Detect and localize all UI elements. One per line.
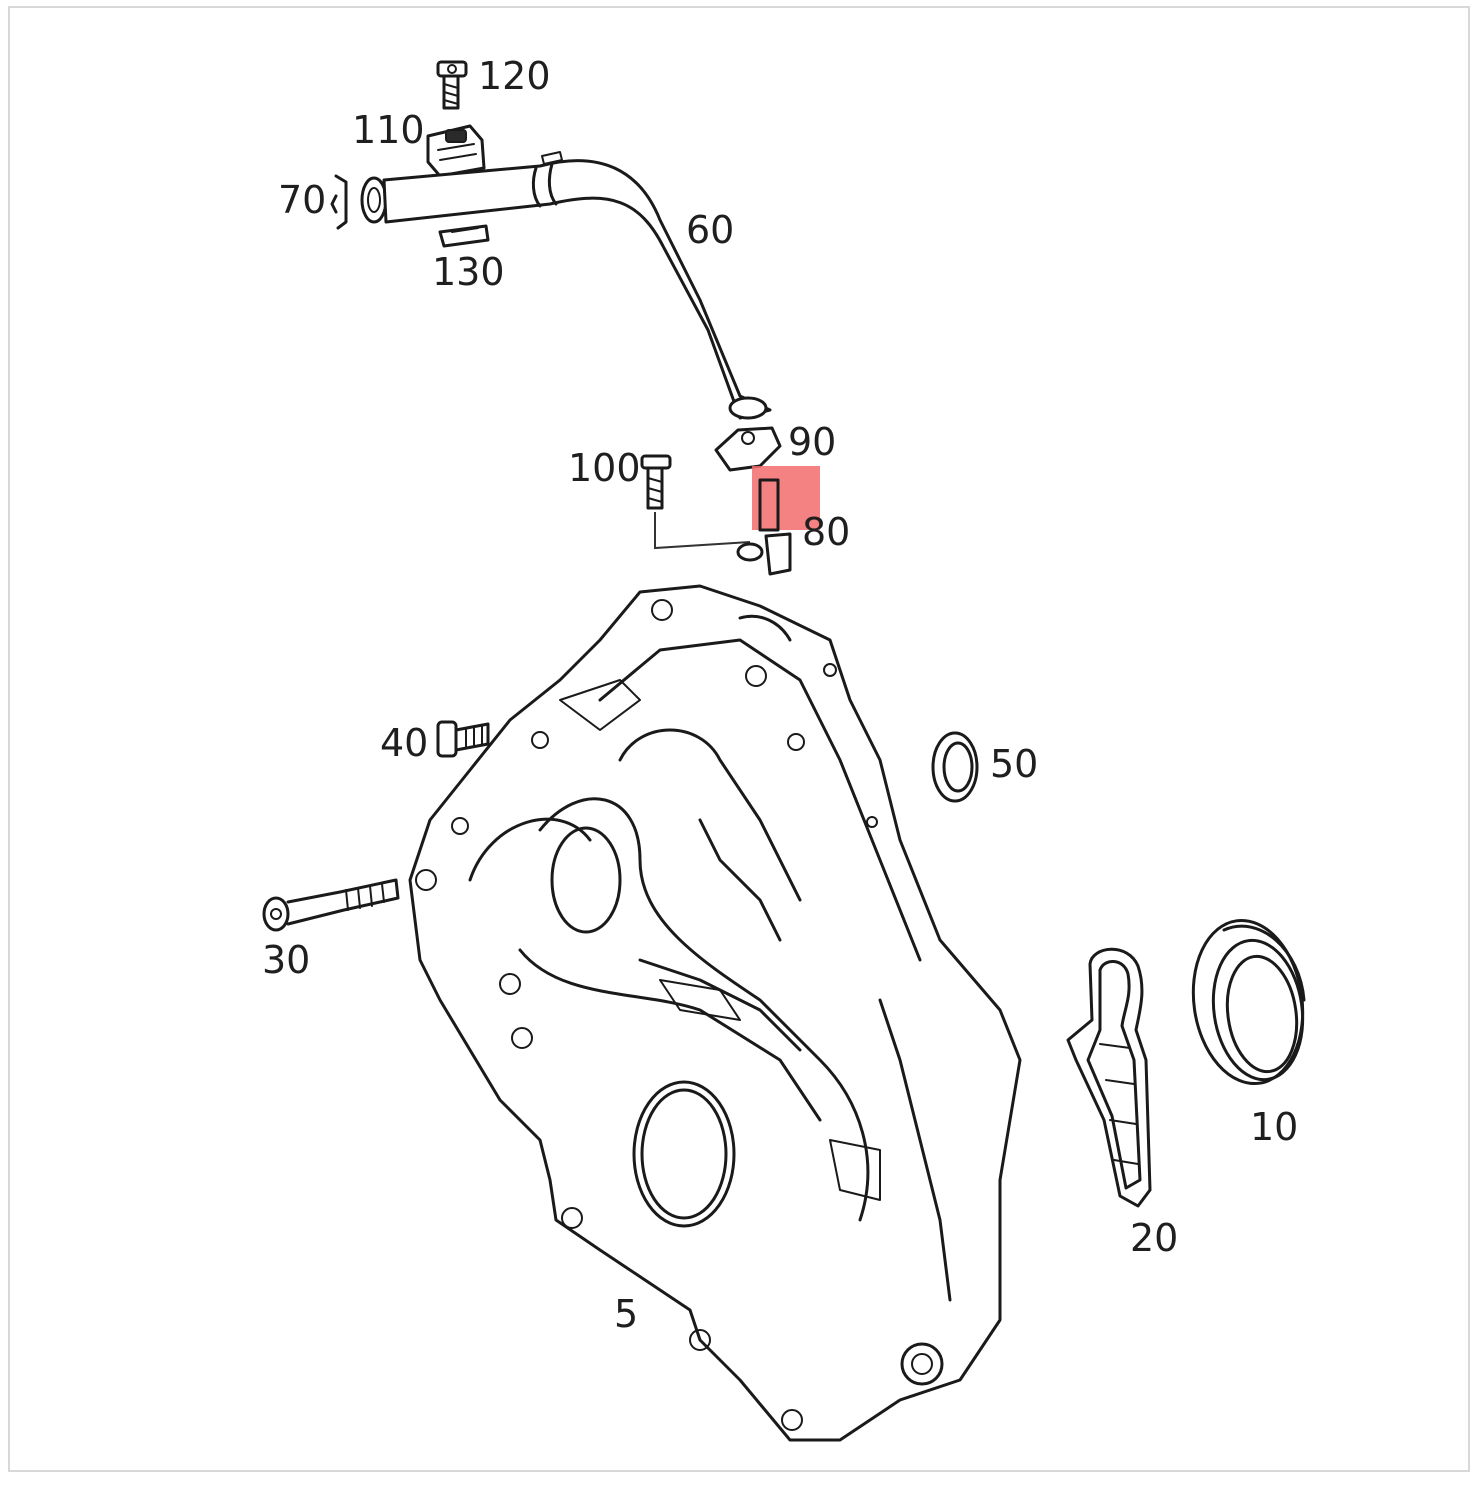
part-100-bolt xyxy=(640,454,751,550)
callout-130: 130 xyxy=(432,250,505,294)
callout-110: 110 xyxy=(352,108,425,152)
callout-10: 10 xyxy=(1250,1105,1298,1149)
part-5-timing-cover xyxy=(408,584,1022,1442)
callout-70: 70 xyxy=(278,178,326,222)
part-70-clip xyxy=(330,174,348,230)
callout-60: 60 xyxy=(686,208,734,252)
callout-30: 30 xyxy=(262,938,310,982)
part-90-bracket xyxy=(714,426,782,472)
part-80-sensor xyxy=(736,466,820,576)
part-120-bolt xyxy=(436,60,468,110)
callout-120: 120 xyxy=(478,54,551,98)
callout-labels: 120 110 70 130 60 90 100 80 40 50 30 10 … xyxy=(262,54,1298,1336)
callout-100: 100 xyxy=(568,446,641,490)
part-30-bolt xyxy=(262,878,400,932)
callout-5: 5 xyxy=(614,1292,638,1336)
part-130-pad xyxy=(438,224,490,248)
part-110-clamp xyxy=(426,124,486,178)
part-50-seal xyxy=(931,731,979,803)
callout-20: 20 xyxy=(1130,1216,1178,1260)
part-20-gasket xyxy=(1066,947,1152,1208)
callout-40: 40 xyxy=(380,721,428,765)
callout-80: 80 xyxy=(802,510,850,554)
part-80-highlight xyxy=(752,466,820,530)
part-60-hose xyxy=(360,151,772,420)
callout-50: 50 xyxy=(990,742,1038,786)
part-10-shaft-seal xyxy=(1191,918,1306,1086)
callout-90: 90 xyxy=(788,420,836,464)
part-40-bolt xyxy=(436,720,490,758)
